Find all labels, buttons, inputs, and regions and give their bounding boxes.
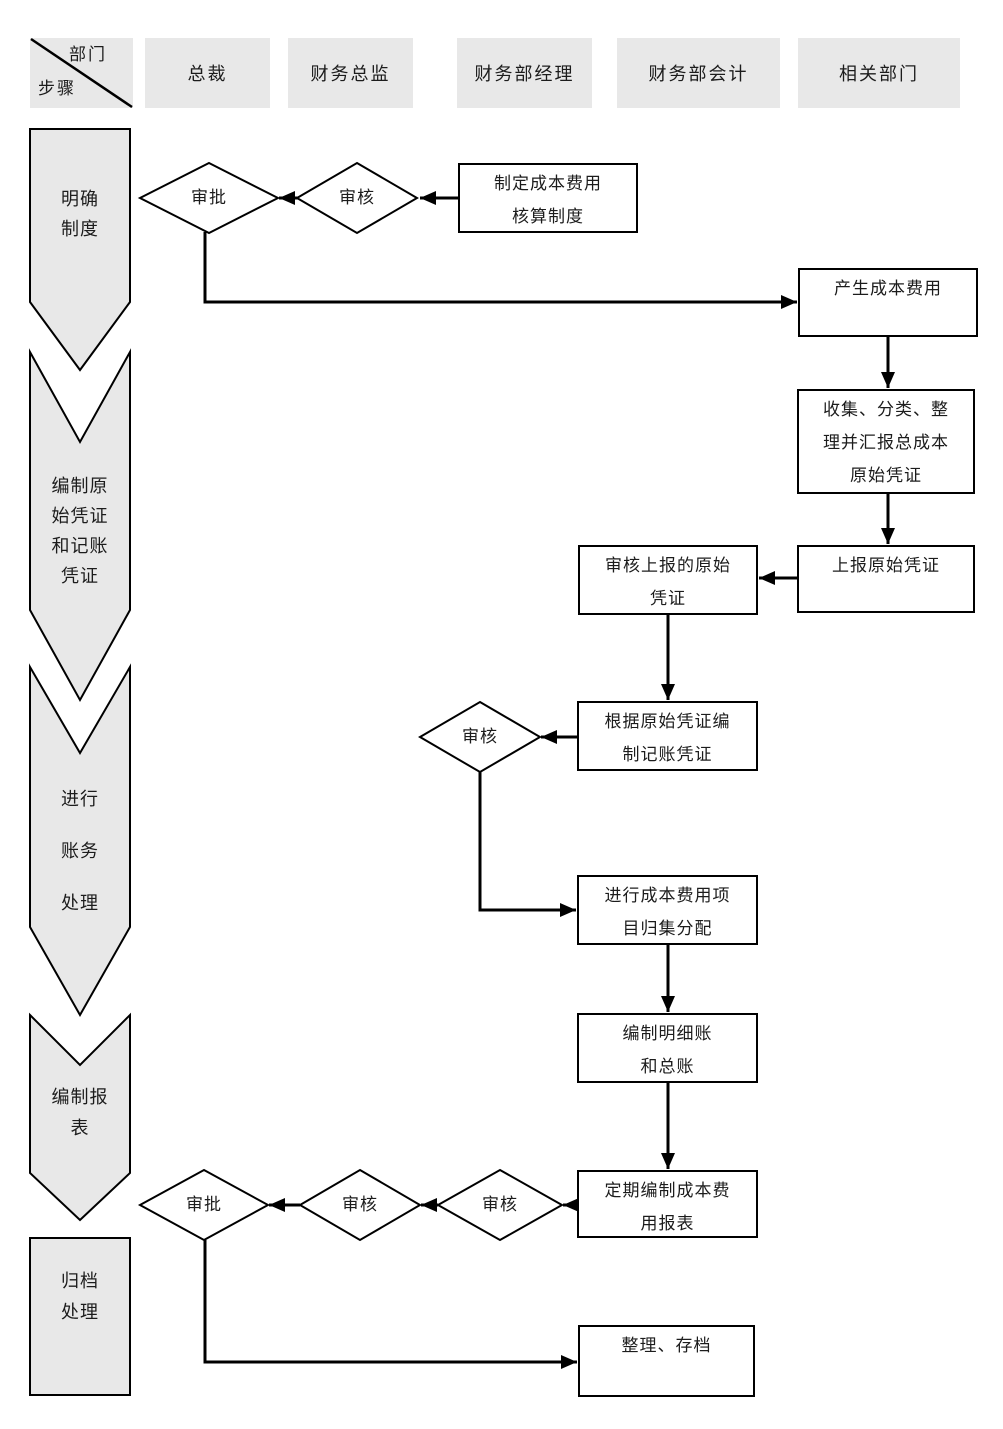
node-archive-docs: 整理、存档 (578, 1325, 755, 1397)
node-collect-vouchers: 收集、分类、整 理并汇报总成本 原始凭证 (797, 389, 975, 494)
label-review-entries: 审核 (462, 727, 498, 747)
decision-review-entries (418, 700, 542, 774)
label-approve-report: 审批 (186, 1195, 222, 1215)
lane-label-archive: 归档 处理 (61, 1271, 99, 1323)
node-allocate-costs: 进行成本费用项 目归集分配 (577, 875, 758, 945)
corner-diagonal-line (30, 37, 133, 109)
connector-review-to-allocate (478, 772, 576, 917)
header-cell-president: 总裁 (145, 38, 270, 108)
lane-label-make-vouchers: 编制原 始凭证 和记账 凭证 (51, 476, 109, 587)
node-prepare-ledgers: 编制明细账 和总账 (577, 1013, 758, 1083)
node-incur-cost: 产生成本费用 (798, 268, 978, 337)
decision-approve-report (137, 1168, 271, 1242)
node-periodic-report: 定期编制成本费 用报表 (577, 1170, 758, 1238)
label-approve-system: 审批 (191, 188, 227, 208)
lane-label-define-system: 明确 制度 (61, 189, 99, 240)
label-review-report-1: 审核 (482, 1195, 518, 1215)
lane-step-rect-5 (29, 1237, 131, 1396)
lane-step-arrow-1 (29, 128, 131, 372)
label-review-system: 审核 (339, 188, 375, 208)
decision-review-report-1 (435, 1168, 565, 1242)
lane-step-arrow-3 (29, 663, 131, 1018)
lane-label-do-accounting: 进行 账务 处理 (61, 789, 99, 914)
decision-review-report-2 (298, 1168, 422, 1242)
lane-label-make-reports: 编制报 表 (51, 1087, 109, 1139)
header-cell-related-depts: 相关部门 (798, 38, 960, 108)
header-cell-cfo: 财务总监 (288, 38, 413, 108)
corner-label-step: 步骤 (38, 79, 76, 99)
corner-label-department: 部门 (69, 45, 107, 65)
label-review-report-2: 审核 (342, 1195, 378, 1215)
header-cell-finance-accountant: 财务部会计 (617, 38, 780, 108)
header-cell-finance-manager: 财务部经理 (457, 38, 592, 108)
decision-approve-system (137, 161, 281, 235)
node-review-vouchers: 审核上报的原始 凭证 (578, 545, 758, 615)
lane-step-arrow-4 (29, 1012, 131, 1222)
connector-approve-to-archive (203, 1240, 577, 1369)
lane-step-arrow-2 (29, 348, 131, 703)
decision-review-system (295, 161, 419, 235)
node-make-entries: 根据原始凭证编 制记账凭证 (577, 701, 758, 771)
node-submit-vouchers: 上报原始凭证 (797, 545, 975, 613)
connector-approve-to-incur-cost (203, 232, 797, 309)
node-make-system: 制定成本费用 核算制度 (458, 163, 638, 233)
